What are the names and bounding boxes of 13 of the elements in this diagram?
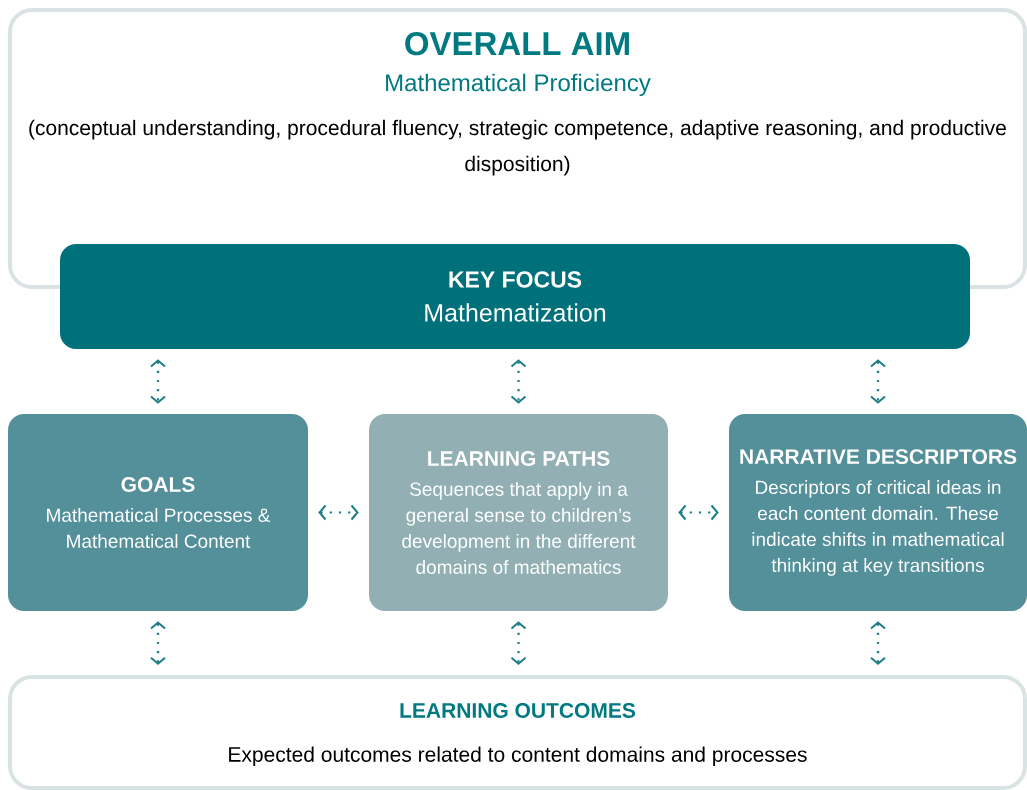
arrow — [678, 504, 719, 521]
focus-banner: KEY FOCUS Mathematization — [60, 244, 970, 349]
arrow — [510, 359, 527, 404]
arrow — [150, 359, 166, 404]
process-box: GOALS Mathematical Processes & Mathematical Content — [8, 414, 308, 611]
arrow — [150, 621, 166, 665]
outcome-box: LEARNING OUTCOMES Expected outcomes related to content domains and processes — [8, 675, 1027, 790]
process-box: NARRATIVE DESCRIPTORS Descriptors of critical ideas in each content domain. These indicate shifts in mathematical thinking at key transitions — [729, 414, 1027, 611]
arrow — [870, 359, 886, 404]
arrow — [318, 504, 359, 521]
process-box: LEARNING PATHS Sequences that apply in a general sense to children’s development in the different domains of mathematics — [369, 414, 668, 611]
arrow — [870, 621, 886, 665]
arrow — [510, 621, 527, 665]
